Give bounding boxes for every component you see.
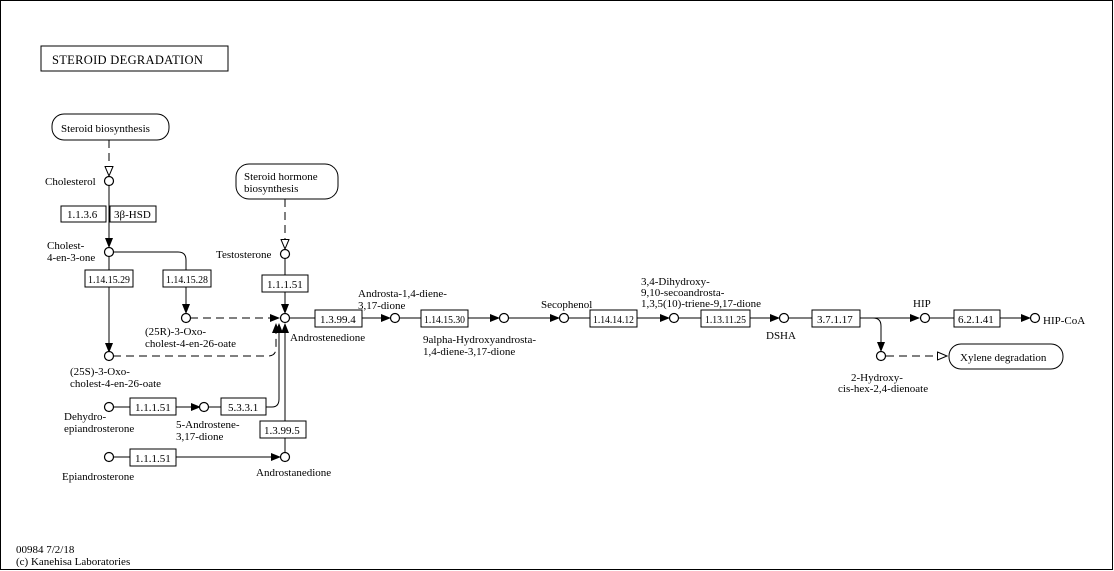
label-secophenol: Secophenol [541,299,592,311]
edge-dsha-hydroxydienoate [872,317,885,352]
enzyme-6-2-1-41[interactable]: 6.2.1.41 [953,309,1001,328]
title-box [40,45,229,72]
label-androstanedione: Androstanedione [256,467,331,479]
enzyme-label: 6.2.1.41 [958,314,994,326]
enzyme-1-14-15-28[interactable]: 1.14.15.28 [162,269,212,288]
label-cholestenone-2: 4-en-3-one [47,252,95,264]
page-title: STEROID DEGRADATION [52,53,203,67]
enzyme-label: 1.3.99.5 [264,425,300,437]
enzyme-label: 1.14.15.28 [166,274,208,286]
label-cholesterol: Cholesterol [45,176,96,188]
map-steroid-biosynthesis[interactable]: Steroid biosynthesis [51,113,170,141]
compound-epiandrosterone[interactable] [103,451,115,463]
compound-25s-oxo[interactable] [103,350,115,362]
label-androstenediol-1: 5-Androstene- [176,419,240,431]
compound-dhea[interactable] [103,401,115,413]
compound-secophenol[interactable] [558,312,570,324]
footer-copyright: (c) Kanehisa Laboratories [16,556,130,568]
compound-dhseco[interactable] [668,312,680,324]
label-hydroxy-add-2: 1,4-diene-3,17-dione [423,346,515,358]
label-hip: HIP [913,298,931,310]
map-label-line1: Steroid hormone [244,171,318,183]
compound-hip[interactable] [919,312,931,324]
label-epiandrosterone: Epiandrosterone [62,471,134,483]
map-label: Xylene degradation [960,352,1047,364]
label-dhea-1: Dehydro- [64,411,106,423]
enzyme-5-3-3-1[interactable]: 5.3.3.1 [220,397,267,416]
compound-cholesterol[interactable] [103,175,115,187]
label-add-2: 3,17-dione [358,300,405,312]
label-androstenedione: Androstenedione [290,332,365,344]
compound-testosterone[interactable] [279,248,291,260]
map-xylene-degradation[interactable]: Xylene degradation [948,343,1064,370]
edge-androstenediol-androstenedione [209,323,283,408]
enzyme-1-1-1-51-dhea[interactable]: 1.1.1.51 [129,397,177,416]
label-dhseco-2: 9,10-secoandrosta- [641,287,725,299]
enzyme-label: 1.14.15.30 [424,314,465,326]
compound-dsha[interactable] [778,312,790,324]
map-steroid-hormone-biosynthesis[interactable]: Steroid hormone biosynthesis [235,163,339,200]
edge-25s-androstenedione [113,323,280,357]
enzyme-1-1-1-51-testosterone[interactable]: 1.1.1.51 [261,274,309,293]
compound-nodes [103,175,1041,463]
enzyme-label: 1.13.11.25 [705,314,746,326]
enzyme-1-3-99-4[interactable]: 1.3.99.4 [314,309,363,328]
label-25s-1: (25S)-3-Oxo- [70,366,130,378]
compound-25r-oxo[interactable] [180,312,192,324]
enzyme-label: 1.1.3.6 [67,209,98,221]
label-testosterone: Testosterone [216,249,272,261]
label-cholestenone-1: Cholest- [47,240,85,252]
enzyme-1-13-11-25[interactable]: 1.13.11.25 [700,309,751,328]
label-25r-1: (25R)-3-Oxo- [145,326,206,338]
compound-androstanedione[interactable] [279,451,291,463]
enzyme-3b-hsd[interactable]: 3β-HSD [109,205,157,223]
compound-hip-coa[interactable] [1029,312,1041,324]
enzyme-label: 1.3.99.4 [320,314,356,326]
enzyme-1-3-99-5[interactable]: 1.3.99.5 [259,420,307,439]
enzyme-label: 3β-HSD [114,209,151,221]
compound-androstenediol[interactable] [198,401,210,413]
enzyme-label: 5.3.3.1 [228,402,258,414]
enzyme-1-1-1-51-epiandrosterone[interactable]: 1.1.1.51 [129,448,177,467]
label-dhseco-1: 3,4-Dihydroxy- [641,276,710,288]
enzyme-label: 3.7.1.17 [817,314,853,326]
compound-androstenedione[interactable] [279,312,291,324]
label-dhseco-3: 1,3,5(10)-triene-9,17-dione [641,298,761,310]
map-label-line2: biosynthesis [244,183,298,195]
compound-labels: Cholesterol Cholest- 4-en-3-one Testoste… [45,176,1085,483]
enzyme-1-14-15-30[interactable]: 1.14.15.30 [420,309,469,328]
enzyme-1-14-15-29[interactable]: 1.14.15.29 [84,269,134,288]
label-hydroxy-dienoate-1: 2-Hydroxy- [851,372,903,384]
edge-cholestenone-25r [113,251,190,314]
compound-add[interactable] [389,312,401,324]
compound-cholestenone[interactable] [103,246,115,258]
label-hydroxy-dienoate-2: cis-hex-2,4-dienoate [838,383,928,395]
label-25s-2: cholest-4-en-26-oate [70,378,161,390]
label-dhea-2: epiandrosterone [64,423,134,435]
label-25r-2: cholest-4-en-26-oate [145,338,236,350]
enzyme-label: 1.14.15.29 [88,274,130,286]
label-hip-coa: HIP-CoA [1043,315,1085,327]
enzyme-label: 1.14.14.12 [593,314,634,326]
enzyme-3-7-1-17[interactable]: 3.7.1.17 [811,309,861,328]
compound-hydroxy-add[interactable] [498,312,510,324]
label-dsha: DSHA [766,330,796,342]
enzyme-label: 1.1.1.51 [135,402,171,414]
enzyme-1-1-3-6[interactable]: 1.1.3.6 [60,205,107,223]
enzyme-label: 1.1.1.51 [135,453,171,465]
footer-id-date: 00984 7/2/18 [16,544,75,556]
enzyme-label: 1.1.1.51 [267,279,303,291]
compound-hydroxy-dienoate[interactable] [875,350,887,362]
label-add-1: Androsta-1,4-diene- [358,288,447,300]
label-hydroxy-add-1: 9alpha-Hydroxyandrosta- [423,334,536,346]
label-androstenediol-2: 3,17-dione [176,431,223,443]
enzyme-1-14-14-12[interactable]: 1.14.14.12 [589,309,638,328]
map-label: Steroid biosynthesis [61,123,150,135]
